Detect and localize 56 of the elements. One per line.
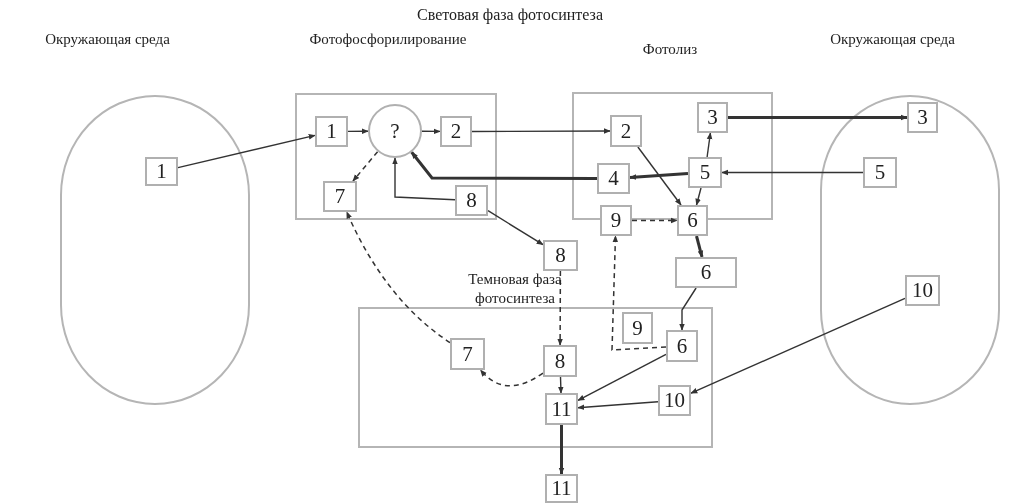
- arrow: [487, 210, 544, 246]
- group-heading: Окружающая среда: [44, 30, 171, 49]
- arrow: [631, 217, 678, 224]
- arrow: [629, 172, 689, 180]
- numbered-box: 11: [545, 474, 578, 503]
- numbered-box: 1: [145, 157, 178, 186]
- arrow: [558, 376, 564, 394]
- arrow: [728, 114, 908, 121]
- arrow: [177, 134, 316, 169]
- arrow: [421, 128, 441, 135]
- arrow: [577, 353, 667, 402]
- group-heading: Фотофосфорилирование: [308, 30, 468, 49]
- numbered-box: 10: [905, 275, 940, 306]
- arrow: [346, 211, 451, 344]
- arrow: [347, 128, 369, 135]
- diagram-title: Световая фаза фотосинтеза: [416, 6, 604, 24]
- arrow: [392, 157, 456, 201]
- arrow: [557, 270, 563, 346]
- numbered-box: 6: [666, 330, 698, 362]
- numbered-box: 6: [675, 257, 737, 288]
- numbered-box: 6: [677, 205, 708, 236]
- numbered-box: 5: [688, 157, 722, 188]
- numbered-box: 9: [600, 205, 632, 236]
- process-circle: ?: [368, 104, 422, 158]
- numbered-box: 4: [597, 163, 630, 194]
- numbered-box: 9: [622, 312, 653, 344]
- group-heading: Темновая фаза фотосинтеза: [467, 270, 563, 308]
- numbered-box: 11: [545, 393, 578, 425]
- numbered-box: 8: [455, 185, 488, 216]
- numbered-box: 10: [658, 385, 691, 416]
- numbered-box: 7: [323, 181, 357, 212]
- numbered-box: 8: [543, 240, 578, 271]
- numbered-box: 7: [450, 338, 485, 370]
- numbered-box: 1: [315, 116, 348, 147]
- arrow: [637, 146, 682, 206]
- arrow: [690, 297, 906, 394]
- arrow: [471, 128, 611, 134]
- arrow: [721, 169, 864, 176]
- arrow: [479, 369, 544, 387]
- numbered-box: 3: [907, 102, 938, 133]
- numbered-box: 2: [440, 116, 472, 147]
- arrow: [611, 235, 667, 351]
- numbered-box: 2: [610, 115, 642, 147]
- arrow: [706, 132, 713, 158]
- arrow: [558, 425, 565, 475]
- arrow: [352, 150, 379, 182]
- arrow: [410, 151, 597, 180]
- numbered-box: 3: [697, 102, 728, 133]
- arrow: [695, 187, 702, 206]
- arrow: [577, 401, 659, 411]
- numbered-box: 8: [543, 345, 577, 377]
- numbered-box: 5: [863, 157, 897, 188]
- group-heading: Окружающая среда: [829, 30, 956, 49]
- group-heading: Фотолиз: [641, 40, 699, 59]
- arrow: [679, 287, 697, 331]
- arrow: [695, 235, 704, 258]
